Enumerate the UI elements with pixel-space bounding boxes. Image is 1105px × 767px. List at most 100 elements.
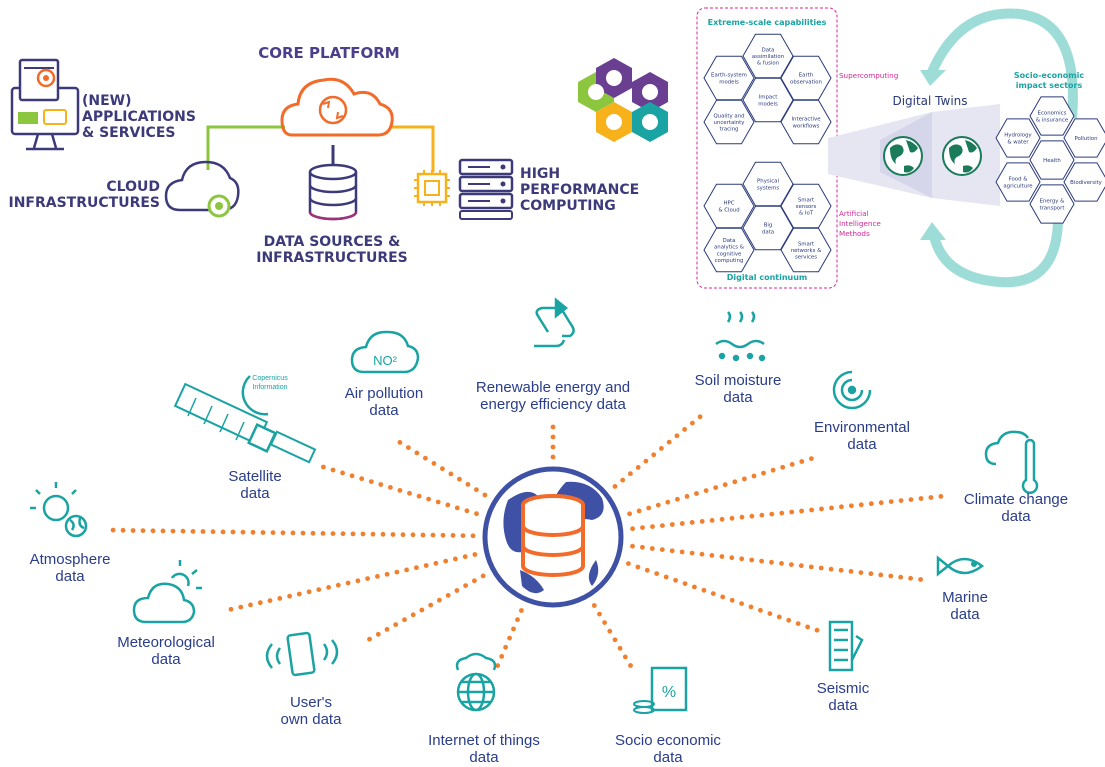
ray-dot [384, 571, 390, 577]
extreme-hex-shape [780, 99, 832, 145]
ray-dot [849, 503, 854, 509]
dot-ray [591, 603, 633, 668]
ray-dot [622, 654, 628, 660]
data-source-label: Socio economic [615, 732, 721, 749]
dot-ray [397, 440, 488, 498]
ray-dot [160, 528, 166, 534]
hpc-label-line3: COMPUTING [520, 198, 616, 214]
extreme-hex-label: Interactive [791, 117, 821, 123]
ray-dot [426, 496, 431, 502]
impact-hex-label: Pollution [1074, 136, 1097, 142]
continuum-hex-label: & Cloud [718, 207, 739, 213]
ray-dot [550, 424, 556, 430]
impact-sectors-line1: Socio-economic [1014, 71, 1084, 80]
ray-dot [689, 520, 695, 525]
core-platform-title: CORE PLATFORM [258, 44, 399, 62]
continuum-hex-shape [780, 183, 832, 229]
continuum-hex-label: Big [764, 223, 773, 229]
ray-dot [805, 624, 810, 630]
ray-dot [690, 420, 695, 426]
ray-dot [739, 556, 745, 562]
dot-ray [321, 464, 479, 517]
ray-dot [550, 454, 556, 460]
ray-dot [230, 529, 236, 535]
extreme-hex-label: Earth [799, 73, 813, 79]
ray-dot [789, 562, 794, 567]
ray-dot [749, 513, 755, 519]
data-source-label: data [369, 402, 399, 419]
data-source-label: data [55, 568, 85, 585]
data-source-label: data [723, 389, 753, 406]
central-database-hub [482, 466, 624, 608]
ray-dot [257, 600, 263, 606]
ray-dot [839, 504, 844, 510]
copernicus-line2: Information [252, 384, 287, 391]
ray-dot [495, 663, 501, 668]
ray-dot [248, 602, 253, 608]
core-platform-panel: CORE PLATFORM (NEW) APPLICATIONS & SERVI… [8, 44, 668, 266]
continuum-hex-label: sensors [796, 204, 817, 210]
ray-dot [767, 611, 773, 616]
ray-dot [749, 557, 755, 563]
ray-dot [627, 511, 632, 517]
ray-dot [898, 498, 904, 503]
ray-dot [703, 488, 709, 493]
ray-dot [878, 572, 884, 578]
data-sources-label-line1: DATA SOURCES & [264, 234, 401, 250]
ray-dot [848, 569, 854, 574]
ray-dot [368, 479, 374, 484]
ray-dot [320, 531, 326, 536]
impact-hex-shape [1029, 140, 1075, 180]
ray-dot [448, 471, 454, 477]
ray-dot [908, 575, 913, 581]
atmosphere-sun-globe-icon [30, 482, 88, 538]
ray-dot [519, 608, 524, 613]
capabilities-dashed-box [696, 7, 838, 289]
ray-dot [679, 549, 685, 555]
impact-hex-label: & water [1007, 139, 1029, 145]
ray-dot [888, 573, 894, 579]
ray-dot [250, 529, 256, 535]
impact-hex-label: transport [1040, 205, 1065, 211]
ray-dot [450, 533, 456, 538]
ray-dot [640, 544, 645, 550]
iot-globe-icon [455, 652, 497, 712]
ray-dot [388, 485, 393, 490]
ray-dot [367, 636, 372, 642]
cycle-arrow-bottom [929, 211, 1064, 288]
ray-dot [666, 439, 672, 445]
ray-dot [306, 589, 312, 595]
ray-dot [375, 631, 381, 637]
extreme-hex-label: observation [790, 79, 822, 85]
ai-label-line2: Intelligence [839, 219, 881, 228]
apps-label-line1: (NEW) [82, 93, 132, 109]
ray-dot [761, 470, 766, 476]
ray-dot [375, 574, 380, 579]
ray-dot [480, 573, 486, 579]
ray-dot [591, 603, 597, 608]
extreme-hex-label: & fusion [757, 61, 779, 67]
ray-dot [643, 458, 649, 464]
data-source-label: own data [281, 711, 343, 728]
ray-dot [419, 607, 425, 613]
ray-dot [550, 434, 556, 440]
ray-dot [729, 555, 735, 561]
extreme-hex-label: models [758, 101, 778, 107]
data-source-label: data [151, 651, 181, 668]
extreme-hex-shape [742, 33, 794, 79]
apps-label-line2: APPLICATIONS [82, 109, 196, 125]
cloud-infrastructure-icon [164, 160, 240, 218]
dot-ray [630, 543, 923, 582]
ray-dot [393, 622, 399, 627]
ray-dot [503, 644, 508, 650]
ray-dot [310, 530, 316, 536]
impact-hex-shape [1029, 184, 1075, 224]
ray-dot [649, 546, 655, 551]
ray-dot [878, 500, 884, 506]
ray-dot [612, 637, 618, 643]
